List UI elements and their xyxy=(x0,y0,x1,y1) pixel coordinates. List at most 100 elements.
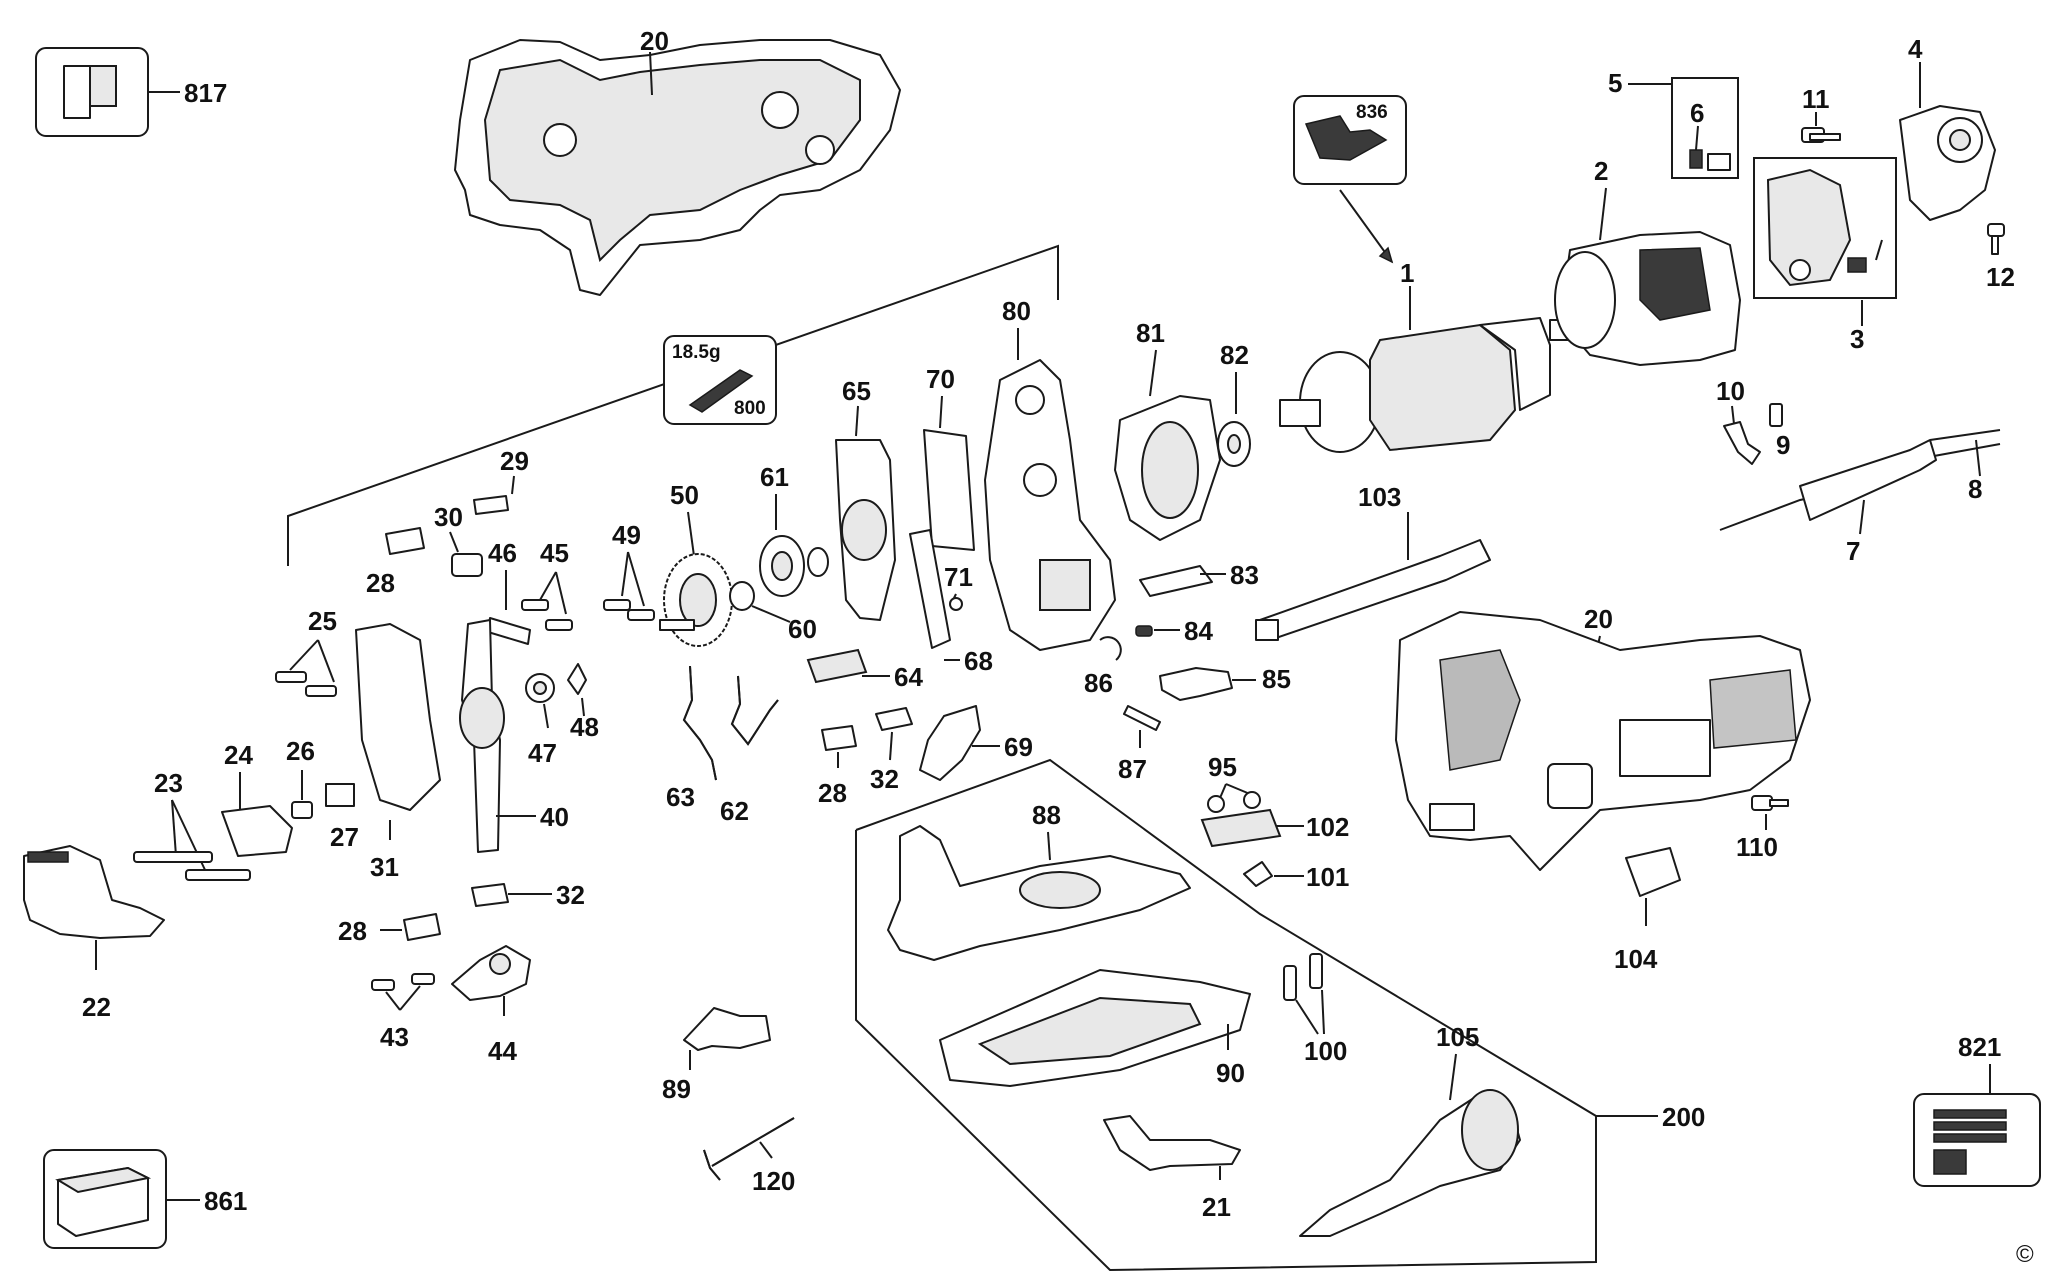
label-87: 87 xyxy=(1118,754,1147,784)
part-40-blade-holder: 40 xyxy=(459,619,569,853)
label-84: 84 xyxy=(1184,616,1213,646)
label-95: 95 xyxy=(1208,752,1237,782)
label-817: 817 xyxy=(184,78,227,108)
part-100-screws: 100 xyxy=(1283,953,1347,1066)
label-45: 45 xyxy=(540,538,569,568)
label-71: 71 xyxy=(944,562,973,592)
label-64: 64 xyxy=(894,662,923,692)
part-26-spring: 26 xyxy=(286,736,315,819)
label-28c: 28 xyxy=(338,916,367,946)
label-1: 1 xyxy=(1400,258,1414,288)
part-10-cord-clamp: 10 xyxy=(1716,376,1761,465)
label-44: 44 xyxy=(488,1036,517,1066)
part-30-block: 30 xyxy=(434,502,483,577)
label-102: 102 xyxy=(1306,812,1349,842)
part-32-pad-b: 32 xyxy=(471,880,585,910)
label-2: 2 xyxy=(1594,156,1608,186)
label-28a: 28 xyxy=(366,568,395,598)
label-24: 24 xyxy=(224,740,253,770)
part-46-link: 46 xyxy=(487,538,531,645)
part-95-nuts: 95 xyxy=(1207,752,1261,813)
label-21: 21 xyxy=(1202,1192,1231,1222)
label-86: 86 xyxy=(1084,668,1113,698)
part-86-clip: 86 xyxy=(1084,636,1122,698)
label-101: 101 xyxy=(1306,862,1349,892)
part-71-washer: 71 xyxy=(944,562,973,611)
kit-200-outline: 200 xyxy=(855,758,1705,1272)
label-88: 88 xyxy=(1032,800,1061,830)
label-29: 29 xyxy=(500,446,529,476)
label-81: 81 xyxy=(1136,318,1165,348)
label-69: 69 xyxy=(1004,732,1033,762)
part-817-manual: 817 xyxy=(35,47,227,137)
part-821-label-plate: 821 xyxy=(1913,1032,2041,1187)
part-11-screw: 11 xyxy=(1801,84,1841,143)
part-20-housing-half-bottom: 20 xyxy=(1395,604,1811,871)
part-5-switch-kit: 5 6 xyxy=(1608,68,1739,179)
part-60-bush: 60 xyxy=(729,581,817,644)
part-84-pin: 84 xyxy=(1135,616,1213,646)
part-20-housing-half-top: 20 xyxy=(454,26,901,296)
label-9: 9 xyxy=(1776,430,1790,460)
label-70: 70 xyxy=(926,364,955,394)
label-105: 105 xyxy=(1436,1022,1479,1052)
label-23: 23 xyxy=(154,768,183,798)
part-31-carrier: 31 xyxy=(355,623,441,882)
label-82: 82 xyxy=(1220,340,1249,370)
label-104: 104 xyxy=(1614,944,1658,974)
part-85-lever: 85 xyxy=(1159,664,1291,701)
part-70-gasket: 70 xyxy=(923,364,975,551)
label-836: 836 xyxy=(1356,102,1388,123)
label-28b: 28 xyxy=(818,778,847,808)
part-62-rod: 62 xyxy=(720,675,779,826)
part-87-pin: 87 xyxy=(1118,705,1161,784)
part-89-clamp: 89 xyxy=(662,1007,771,1104)
label-12: 12 xyxy=(1986,262,2015,292)
part-4-bracket: 4 xyxy=(1899,34,1996,221)
label-110: 110 xyxy=(1736,832,1778,862)
label-120: 120 xyxy=(752,1166,795,1196)
label-5: 5 xyxy=(1608,68,1622,98)
label-49: 49 xyxy=(612,520,641,550)
label-20a: 20 xyxy=(640,26,669,56)
part-45-pins: 45 xyxy=(521,538,573,631)
label-20b: 20 xyxy=(1584,604,1613,634)
part-7-8-cord: 8 7 xyxy=(1719,429,2001,566)
part-80-gear-housing: 80 xyxy=(984,296,1116,651)
part-48-cam: 48 xyxy=(567,663,599,742)
label-32a: 32 xyxy=(870,764,899,794)
part-24-bracket: 24 xyxy=(221,740,293,857)
part-27-block: 27 xyxy=(325,783,359,852)
part-64-cover: 64 xyxy=(806,648,923,692)
label-26: 26 xyxy=(286,736,315,766)
label-27: 27 xyxy=(330,822,359,852)
part-861-carry-case: 861 xyxy=(43,1149,247,1249)
label-821: 821 xyxy=(1958,1032,2001,1062)
part-82-bearing: 82 xyxy=(1217,340,1251,467)
label-65: 65 xyxy=(842,376,871,406)
part-110-screw: 110 xyxy=(1736,795,1789,862)
label-90: 90 xyxy=(1216,1058,1245,1088)
label-18-5g: 18.5g xyxy=(672,342,721,363)
label-30: 30 xyxy=(434,502,463,532)
label-100: 100 xyxy=(1304,1036,1347,1066)
part-23-bolts: 23 xyxy=(133,768,251,881)
label-7: 7 xyxy=(1846,536,1860,566)
label-11: 11 xyxy=(1802,84,1830,114)
label-22: 22 xyxy=(82,992,111,1022)
part-88-shoe: 88 xyxy=(887,800,1191,961)
label-60: 60 xyxy=(788,614,817,644)
label-800: 800 xyxy=(734,398,766,419)
part-9-screw: 9 xyxy=(1769,403,1790,460)
label-861: 861 xyxy=(204,1186,247,1216)
label-31: 31 xyxy=(370,852,399,882)
label-83: 83 xyxy=(1230,560,1259,590)
part-22-guard: 22 xyxy=(23,845,165,1022)
part-1-armature: 1 xyxy=(1279,258,1587,453)
label-4: 4 xyxy=(1908,34,1923,64)
part-83-plate: 83 xyxy=(1139,560,1259,597)
label-43: 43 xyxy=(380,1022,409,1052)
label-46: 46 xyxy=(488,538,517,568)
label-68: 68 xyxy=(964,646,993,676)
